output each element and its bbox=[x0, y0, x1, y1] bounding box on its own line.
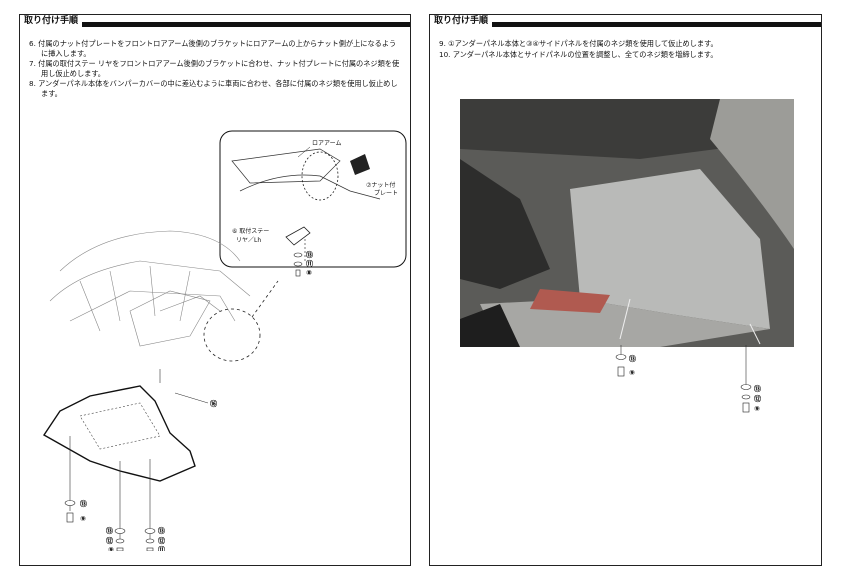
left-steps: 6. 付属のナット付プレートをフロントロアアーム後側のブラケットにロアアームの上… bbox=[29, 39, 402, 99]
step-9: 9. ①アンダーパネル本体と③④サイドパネルを付属のネジ類を使用して仮止めします… bbox=[439, 39, 718, 48]
photo-illustration bbox=[460, 99, 794, 347]
header-rule bbox=[20, 22, 410, 27]
left-page-header: 取り付け手順 bbox=[20, 15, 410, 28]
stay-label-2: リヤ／Lh bbox=[236, 237, 261, 244]
step-8: 8. アンダーパネル本体をバンパーカバーの中に差込むように車両に合わせ、各部に付… bbox=[29, 79, 398, 98]
bolt-guides bbox=[69, 369, 161, 541]
installation-diagram: ロアアーム ⑦ナット付 プレート ⑥ 取付ステー リヤ／Lh ⑬ ⑪ ⑧ bbox=[42, 130, 407, 551]
installed-panel-photo bbox=[460, 99, 794, 347]
callout-a9: ⑨ bbox=[80, 515, 86, 523]
callout-d13: ⑬ bbox=[158, 526, 165, 535]
callout-a13: ⑬ bbox=[80, 499, 87, 508]
lower-arm-label: ロアアーム bbox=[312, 140, 341, 147]
callout-q13: ⑬ bbox=[754, 384, 761, 393]
header-rule bbox=[430, 22, 821, 27]
left-header-title: 取り付け手順 bbox=[20, 15, 83, 28]
inset-callout-8: ⑧ bbox=[306, 269, 312, 277]
callout-16: ⑯ bbox=[210, 399, 217, 408]
right-header-title: 取り付け手順 bbox=[430, 15, 493, 28]
left-instruction-page: 取り付け手順 6. 付属のナット付プレートをフロントロアアーム後側のブラケットに… bbox=[19, 14, 411, 566]
callout-b9: ⑨ bbox=[108, 546, 114, 551]
right-page-header: 取り付け手順 bbox=[430, 15, 821, 28]
callout-d11: ⑪ bbox=[158, 545, 165, 551]
right-instruction-page: 取り付け手順 9. ①アンダーパネル本体と③④サイドパネルを付属のネジ類を使用し… bbox=[429, 14, 822, 566]
callout-p13: ⑬ bbox=[629, 354, 636, 363]
nut-plate-label-2: プレート bbox=[374, 190, 398, 197]
bolt-stack-q: ⑬ ⑫ ⑨ bbox=[740, 345, 761, 413]
bolt-stack-b: ⑬ ⑫ ⑨ bbox=[106, 526, 126, 551]
inset-callout-11: ⑪ bbox=[306, 259, 313, 268]
step-7: 7. 付属の取付ステー リヤをフロントロアアーム後側のブラケットに合わせ、ナット… bbox=[29, 59, 400, 78]
step-10: 10. アンダーパネル本体とサイドパネルの位置を調整し、全てのネジ類を増締します… bbox=[439, 49, 718, 59]
callout-b13: ⑬ bbox=[106, 526, 113, 535]
photo-callouts: ⑬ ⑨ ⑬ ⑫ ⑨ bbox=[615, 345, 761, 413]
callout-q9: ⑨ bbox=[754, 405, 760, 413]
callout-q12: ⑫ bbox=[754, 394, 761, 403]
callout-p9: ⑨ bbox=[629, 369, 635, 377]
detail-circle bbox=[203, 308, 261, 362]
inset-callout-13: ⑬ bbox=[306, 250, 313, 259]
bolt-stack-p: ⑬ ⑨ bbox=[615, 345, 636, 377]
under-panel-drawing bbox=[42, 385, 196, 482]
right-steps: 9. ①アンダーパネル本体と③④サイドパネルを付属のネジ類を使用して仮止めします… bbox=[439, 39, 813, 60]
stay-label-1: ⑥ 取付ステー bbox=[232, 227, 269, 235]
vehicle-underbody-sketch bbox=[49, 230, 251, 347]
bolt-stack-d: ⑬ ⑫ ⑪ bbox=[144, 526, 165, 551]
nut-plate-label-1: ⑦ナット付 bbox=[366, 181, 395, 189]
lower-arm-inset: ロアアーム ⑦ナット付 プレート ⑥ 取付ステー リヤ／Lh ⑬ ⑪ ⑧ bbox=[219, 130, 407, 277]
step-6: 6. 付属のナット付プレートをフロントロアアーム後側のブラケットにロアアームの上… bbox=[29, 39, 397, 58]
bolt-stack-a: ⑬ ⑨ bbox=[64, 499, 87, 523]
callout-b12: ⑫ bbox=[106, 536, 113, 545]
callout-d12: ⑫ bbox=[158, 536, 165, 545]
